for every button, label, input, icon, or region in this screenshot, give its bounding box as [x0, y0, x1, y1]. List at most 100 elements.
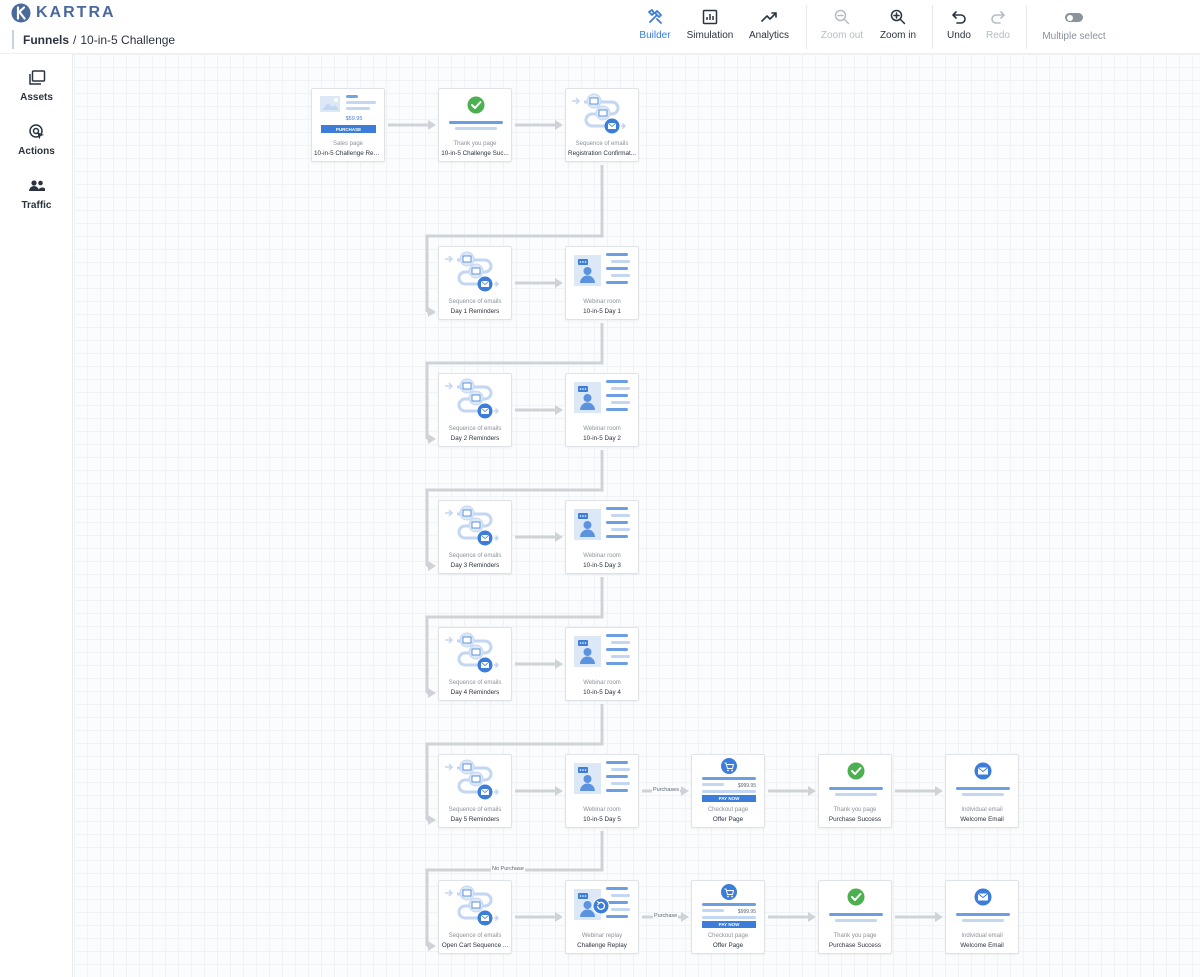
connector-label: Purchase	[653, 913, 679, 919]
node-name: Day 5 Reminders	[450, 816, 500, 823]
node-name: 10-in-5 Challenge Regi...	[314, 150, 382, 157]
sequence-thumbnail-icon	[445, 632, 500, 673]
node-price: $999.95	[738, 783, 756, 789]
analytics-button[interactable]: Analytics	[746, 6, 792, 48]
node-name: Offer Page	[712, 816, 744, 823]
traffic-icon	[28, 180, 45, 191]
node-type: Sequence of emails	[448, 933, 502, 939]
toolbar-divider	[1026, 5, 1027, 49]
node-type: Webinar room	[583, 299, 621, 305]
sidebar-item-actions[interactable]: Actions	[0, 123, 73, 157]
funnel-node-sequence[interactable]: Sequence of emails Day 2 Reminders	[438, 373, 512, 447]
zoom-in-label: Zoom in	[879, 30, 917, 41]
redo-label: Redo	[986, 30, 1010, 41]
node-type: Sequence of emails	[448, 680, 502, 686]
node-type: Checkout page	[707, 807, 749, 813]
sidebar-item-assets[interactable]: Assets	[0, 69, 73, 103]
connector-label: No Purchase	[491, 866, 525, 872]
funnel-node-checkout[interactable]: $999.95 PAY NOW Checkout page Offer Page	[691, 880, 765, 954]
toolbar-divider	[932, 5, 933, 49]
thankyou-thumbnail-icon	[829, 888, 883, 922]
simulation-button[interactable]: Simulation	[684, 6, 736, 48]
builder-label: Builder	[639, 30, 671, 41]
node-name: Registration Confirmat...	[568, 150, 636, 157]
webinar-thumbnail-icon	[574, 380, 630, 413]
email-thumbnail-icon	[956, 762, 1010, 796]
node-button-label: PAY NOW	[719, 796, 740, 801]
node-name: 10-in-5 Day 4	[583, 689, 621, 696]
redo-button[interactable]: Redo	[984, 6, 1012, 48]
node-type: Individual email	[961, 807, 1003, 813]
node-button-label: PURCHASE	[336, 127, 361, 132]
analytics-label: Analytics	[748, 30, 789, 41]
funnel-node-webinar[interactable]: Webinar room 10-in-5 Day 3	[565, 500, 639, 574]
toggle-switch-icon	[1065, 13, 1083, 22]
webinar-thumbnail-icon	[574, 253, 630, 286]
funnel-node-replay[interactable]: Webinar replay Challenge Replay	[565, 880, 639, 954]
builder-button[interactable]: Builder	[636, 6, 674, 48]
node-name: 10-in-5 Day 1	[583, 308, 621, 315]
sequence-thumbnail-icon	[445, 251, 500, 292]
funnel-node-thankyou[interactable]: Thank you page 10-in-5 Challenge Suc...	[438, 88, 512, 162]
zoom-out-button[interactable]: Zoom out	[818, 6, 866, 48]
funnel-node-webinar[interactable]: Webinar room 10-in-5 Day 1	[565, 246, 639, 320]
undo-icon	[952, 11, 966, 24]
kartra-logo[interactable]: KARTRA	[11, 3, 116, 23]
funnel-node-sequence[interactable]: Sequence of emails Day 4 Reminders	[438, 627, 512, 701]
funnel-node-sequence[interactable]: Sequence of emails Registration Confirma…	[565, 88, 639, 162]
undo-button[interactable]: Undo	[944, 6, 974, 48]
node-type: Thank you page	[833, 807, 877, 813]
zoom-out-icon	[834, 9, 850, 25]
funnel-node-sequence[interactable]: Sequence of emails Day 5 Reminders	[438, 754, 512, 828]
node-type: Individual email	[961, 933, 1003, 939]
node-name: Welcome Email	[960, 942, 1004, 949]
funnel-node-webinar[interactable]: Webinar room 10-in-5 Day 5	[565, 754, 639, 828]
webinar-thumbnail-icon	[574, 507, 630, 540]
breadcrumb-section[interactable]: Funnels	[23, 32, 70, 47]
funnel-node-sequence[interactable]: Sequence of emails Day 3 Reminders	[438, 500, 512, 574]
funnel-node-sequence[interactable]: Sequence of emails Open Cart Sequence ..…	[438, 880, 512, 954]
funnel-node-webinar[interactable]: Webinar room 10-in-5 Day 4	[565, 627, 639, 701]
node-type: Webinar room	[583, 553, 621, 559]
node-type: Webinar room	[583, 807, 621, 813]
funnel-node-thankyou[interactable]: Thank you page Purchase Success	[818, 754, 892, 828]
node-name: Day 3 Reminders	[450, 562, 500, 569]
assets-icon	[28, 70, 45, 85]
email-thumbnail-icon	[956, 888, 1010, 922]
funnel-node-email[interactable]: Individual email Welcome Email	[945, 880, 1019, 954]
node-type: Sequence of emails	[448, 299, 502, 305]
node-name: 10-in-5 Day 2	[583, 435, 621, 442]
replay-thumbnail-icon	[574, 887, 630, 920]
funnel-node-sales[interactable]: $59.95 PURCHASE Sales page 10-in-5 Chall…	[311, 88, 385, 162]
funnel-node-thankyou[interactable]: Thank you page Purchase Success	[818, 880, 892, 954]
funnel-node-email[interactable]: Individual email Welcome Email	[945, 754, 1019, 828]
node-price: $999.95	[738, 909, 756, 915]
toolbar-divider	[806, 5, 807, 49]
multiple-select-toggle[interactable]: Multiple select	[1038, 6, 1110, 48]
funnel-node-checkout[interactable]: $999.95 PAY NOW Checkout page Offer Page	[691, 754, 765, 828]
node-button-label: PAY NOW	[719, 922, 740, 927]
redo-icon	[991, 11, 1005, 24]
simulation-chart-icon	[702, 9, 718, 25]
node-name: 10-in-5 Day 5	[583, 816, 621, 823]
kartra-logo-icon	[11, 3, 31, 23]
node-type: Sequence of emails	[575, 141, 629, 147]
zoom-in-icon	[890, 9, 906, 25]
sidebar-item-label: Traffic	[21, 200, 52, 211]
sidebar-item-traffic[interactable]: Traffic	[0, 177, 73, 211]
sequence-thumbnail-icon	[445, 505, 500, 546]
sequence-thumbnail-icon	[572, 93, 627, 134]
left-sidebar: Assets Actions Traffic	[0, 54, 73, 977]
sidebar-item-label: Actions	[18, 146, 55, 157]
node-type: Thank you page	[453, 141, 497, 147]
thankyou-thumbnail-icon	[449, 96, 503, 130]
zoom-in-button[interactable]: Zoom in	[876, 6, 920, 48]
node-type: Checkout page	[707, 933, 749, 939]
funnel-node-sequence[interactable]: Sequence of emails Day 1 Reminders	[438, 246, 512, 320]
simulation-label: Simulation	[686, 30, 734, 41]
funnel-node-webinar[interactable]: Webinar room 10-in-5 Day 2	[565, 373, 639, 447]
sequence-thumbnail-icon	[445, 759, 500, 800]
node-type: Thank you page	[833, 933, 877, 939]
thankyou-thumbnail-icon	[829, 762, 883, 796]
breadcrumb-separator: /	[73, 32, 77, 47]
